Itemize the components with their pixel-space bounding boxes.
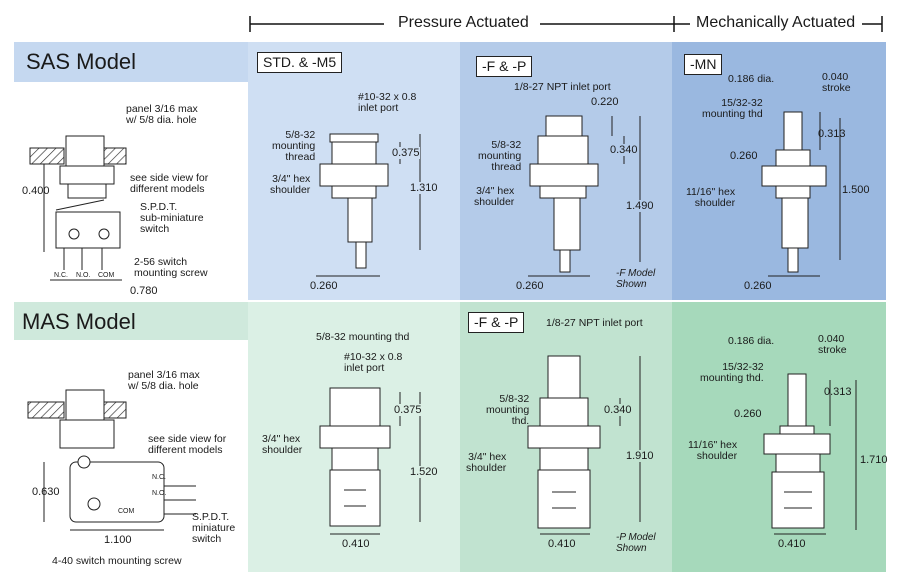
mas-fp-d3: 0.410 — [548, 538, 576, 550]
mas-screw-label: 4-40 switch mounting screw — [52, 555, 182, 567]
mas-width-dim: 1.100 — [104, 534, 132, 546]
sas-fp-d0: 0.220 — [591, 96, 619, 108]
sas-mn-thd: 15/32-32 mounting thd — [702, 97, 763, 120]
mas-nc-label: N.C. — [152, 474, 166, 481]
sas-mn-d3: 1.500 — [842, 184, 870, 196]
mas-mn-d2: 0.260 — [734, 408, 762, 420]
mas-std-d2: 1.520 — [410, 466, 438, 478]
mas-fp-inlet: 1/8-27 NPT inlet port — [546, 317, 643, 329]
sas-fp-d3: 0.260 — [516, 280, 544, 292]
mas-std-thread: 5/8-32 mounting thd — [316, 331, 410, 343]
mas-mn-dia: 0.186 dia. — [728, 335, 775, 347]
mas-panel-label: panel 3/16 max w/ 5/8 dia. hole — [128, 369, 200, 392]
sas-com-label: COM — [98, 272, 115, 279]
sas-height-dim: 0.400 — [22, 185, 50, 197]
sas-no-label: N.O. — [76, 272, 91, 279]
sas-width-dim: 0.780 — [130, 285, 158, 297]
mas-mn-hex: 11/16" hex shoulder — [688, 439, 738, 462]
sas-nc-label: N.C. — [54, 272, 68, 279]
sas-std-hex: 3/4" hex shoulder — [270, 173, 311, 196]
pressure-header: Pressure Actuated — [398, 14, 529, 31]
sas-switch-label: S.P.D.T. sub-miniature switch — [140, 201, 204, 235]
mas-fp-d2: 1.910 — [626, 450, 654, 462]
sas-model-title: SAS Model — [26, 49, 137, 74]
sas-panel-label: panel 3/16 max w/ 5/8 dia. hole — [126, 103, 198, 126]
sas-fp-d1: 0.340 — [610, 144, 638, 156]
sas-std-d3: 0.260 — [310, 280, 338, 292]
mas-std-hex: 3/4" hex shoulder — [262, 433, 303, 456]
mechanical-header: Mechanically Actuated — [696, 14, 856, 31]
mas-fp-hex: 3/4" hex shoulder — [466, 451, 507, 474]
sas-fp-thread: 5/8-32 mounting thread — [478, 139, 522, 173]
mas-height-dim: 0.630 — [32, 486, 60, 498]
sas-fp-inlet: 1/8-27 NPT inlet port — [514, 81, 611, 93]
mas-mn-stroke: 0.040 stroke — [818, 333, 847, 356]
sas-fp-tag: -F & -P — [476, 56, 533, 77]
mas-com-label: COM — [118, 508, 135, 515]
sas-std-tag: STD. & -M5 — [257, 52, 343, 73]
mas-see-label: see side view for different models — [148, 433, 227, 456]
sas-mn-dia: 0.186 dia. — [728, 73, 775, 85]
mas-mn-thd: 15/32-32 mounting thd. — [700, 361, 764, 384]
sas-fp-d2: 1.490 — [626, 200, 654, 212]
mas-fp-thread: 5/8-32 mounting thd. — [486, 393, 530, 427]
sas-fp-note: -F Model Shown — [616, 268, 656, 290]
mas-model-title: MAS Model — [22, 309, 136, 334]
mas-switch-label: S.P.D.T. miniature switch — [192, 511, 236, 545]
mas-std-d1: 0.375 — [394, 404, 422, 416]
mas-fp-note: -P Model Shown — [616, 532, 656, 554]
mas-mn-d4: 0.410 — [778, 538, 806, 550]
sas-title-band — [14, 42, 248, 82]
sas-mn-d1: 0.313 — [818, 128, 846, 140]
mas-mn-d1: 0.313 — [824, 386, 852, 398]
sas-screw-label: 2-56 switch mounting screw — [134, 256, 208, 279]
sas-mn-d2: 0.260 — [730, 150, 758, 162]
mas-no-label: N.O. — [152, 490, 167, 497]
sas-fp-hex: 3/4" hex shoulder — [474, 185, 515, 208]
sas-mn-hex: 11/16" hex shoulder — [686, 186, 736, 209]
mas-fp-tag: -F & -P — [468, 312, 525, 333]
mas-std-d3: 0.410 — [342, 538, 370, 550]
sas-std-d2: 1.310 — [410, 182, 438, 194]
sas-mn-tag: -MN — [684, 54, 723, 75]
sas-mn-d4: 0.260 — [744, 280, 772, 292]
sas-see-label: see side view for different models — [130, 172, 209, 195]
sas-std-inlet: #10-32 x 0.8 inlet port — [358, 91, 417, 114]
sas-std-d1: 0.375 — [392, 147, 420, 159]
mas-mn-d3: 1.710 — [860, 454, 888, 466]
sas-mn-stroke: 0.040 stroke — [822, 71, 851, 94]
mas-std-inlet: #10-32 x 0.8 inlet port — [344, 351, 403, 374]
sas-std-thread: 5/8-32 mounting thread — [272, 129, 316, 163]
mas-title-band — [14, 302, 248, 340]
mas-fp-d1: 0.340 — [604, 404, 632, 416]
